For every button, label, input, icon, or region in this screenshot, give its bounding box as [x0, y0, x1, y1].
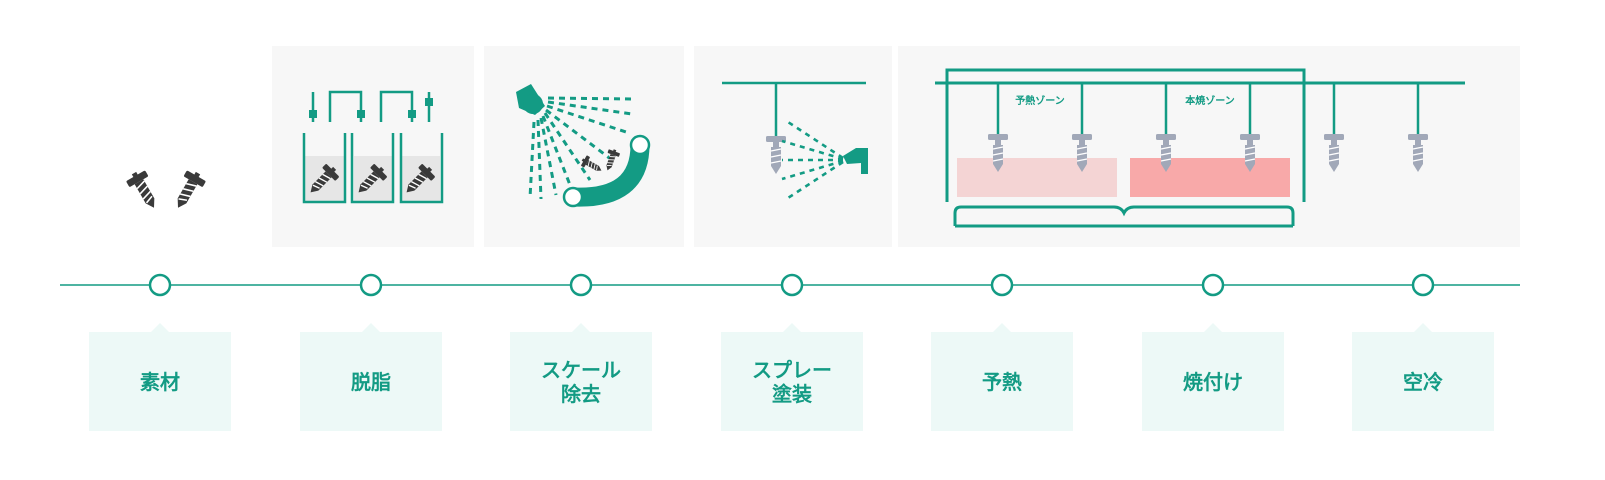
step-label: スケール 除去	[541, 357, 621, 406]
timeline-node	[780, 273, 804, 297]
step-label: スプレー 塗装	[752, 357, 832, 406]
step-label: 予熱	[982, 369, 1022, 394]
step-label: 脱脂	[351, 369, 391, 394]
step-label: 焼付け	[1183, 369, 1243, 394]
step-label: 素材	[140, 369, 180, 394]
step-scale-removal: スケール 除去	[510, 323, 652, 431]
step-spray-painting: スプレー 塗装	[721, 323, 863, 431]
timeline-node	[1411, 273, 1435, 297]
oven-panel	[898, 46, 1520, 247]
spray-panel	[694, 46, 892, 247]
screw-icon	[123, 166, 209, 215]
degreasing-panel	[272, 46, 474, 247]
timeline-node	[569, 273, 593, 297]
step-preheating: 予熱	[931, 323, 1073, 431]
timeline-node	[359, 273, 383, 297]
step-baking: 焼付け	[1142, 323, 1284, 431]
step-material: 素材	[89, 323, 231, 431]
step-degreasing: 脱脂	[300, 323, 442, 431]
preheat-zone	[957, 158, 1117, 197]
preheat-zone-label: 予熱ゾーン	[1015, 94, 1065, 107]
spray-gun-icon	[722, 81, 868, 200]
step-label: 空冷	[1403, 369, 1443, 394]
bake-zone-label: 本焼ゾーン	[1185, 94, 1235, 107]
timeline-node	[1201, 273, 1225, 297]
timeline-node	[148, 273, 172, 297]
timeline-node	[990, 273, 1014, 297]
scale-removal-panel	[484, 46, 684, 247]
degreasing-tank-icon	[302, 90, 444, 204]
bake-zone	[1130, 158, 1290, 197]
shot-blast-icon	[516, 84, 651, 208]
timeline-nodes	[148, 273, 1435, 297]
step-air-cooling: 空冷	[1352, 323, 1494, 431]
conveyor-oven-icon: 予熱ゾーン 本焼ゾーン	[935, 68, 1465, 228]
